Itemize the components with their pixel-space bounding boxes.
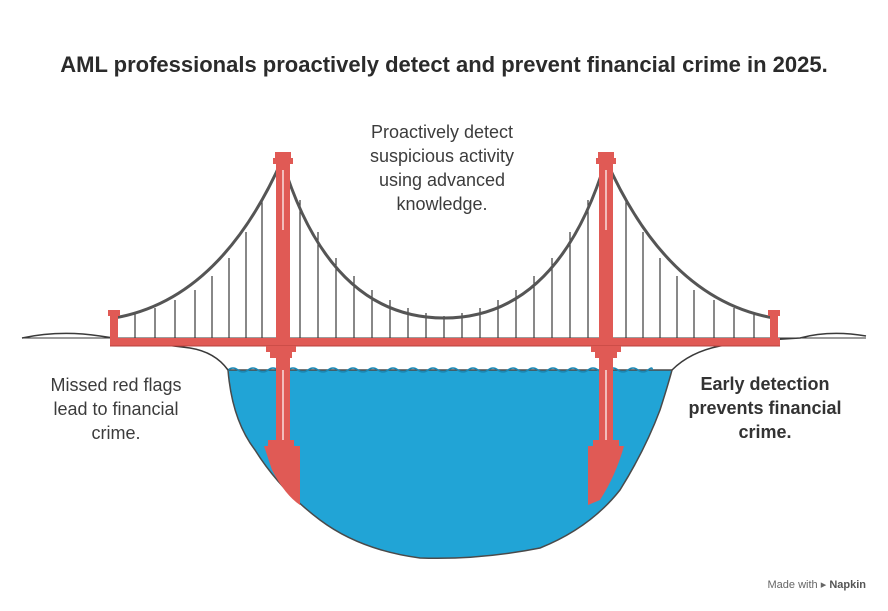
caption-proactive-detection: Proactively detect suspicious activity u… <box>330 120 554 216</box>
caption-line: prevents financial <box>688 398 842 418</box>
tower-right <box>588 152 624 505</box>
suspender-cables <box>134 200 755 338</box>
caption-early-detection: Early detection prevents financial crime… <box>680 372 850 444</box>
napkin-logo-icon: ▸ <box>820 579 827 591</box>
caption-line: Proactively detect <box>370 122 514 142</box>
diagram-title: AML professionals proactively detect and… <box>60 52 828 77</box>
napkin-brand: Napkin <box>829 579 866 591</box>
made-with-footer: Made with ▸ Napkin <box>768 578 866 591</box>
caption-line: knowledge. <box>396 194 488 214</box>
caption-missed-red-flags: Missed red flags lead to financial crime… <box>30 373 202 445</box>
caption-line: crime. <box>738 422 792 442</box>
water-basin <box>227 369 673 560</box>
main-cable <box>113 155 775 320</box>
caption-line: suspicious activity <box>369 146 515 166</box>
caption-line: crime. <box>91 423 141 443</box>
water-surface <box>227 367 653 373</box>
anchor-post-left <box>108 310 120 338</box>
caption-line: Early detection <box>700 374 830 394</box>
caption-line: Missed red flags <box>50 375 182 395</box>
tower-left <box>264 152 300 505</box>
caption-line: lead to financial <box>53 399 179 419</box>
anchor-post-right <box>768 310 780 338</box>
made-with-label: Made with <box>767 579 818 591</box>
bridge-deck <box>110 338 780 346</box>
caption-line: using advanced <box>378 170 506 190</box>
